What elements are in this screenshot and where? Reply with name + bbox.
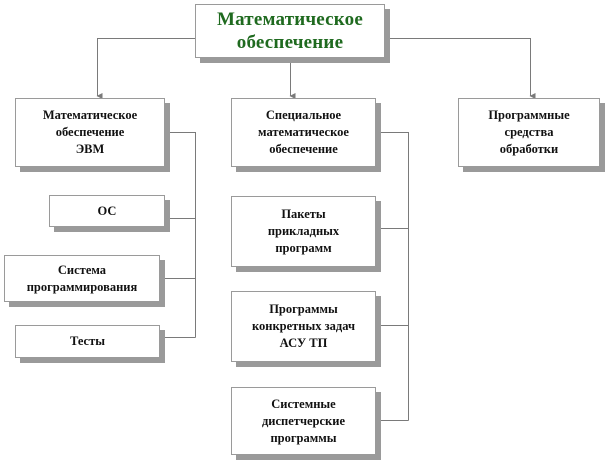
root-box: Математическое обеспечение [195, 4, 385, 58]
child-box-os: ОС [49, 195, 165, 227]
bracket-middle [376, 132, 409, 421]
branch-box-math-ecm: Математическое обеспечение ЭВМ [15, 98, 165, 167]
child-box-specific-tasks: Программы конкретных задач АСУ ТП [231, 291, 376, 362]
branch-box-special-math: Специальное математическое обеспечение [231, 98, 376, 167]
child-box-programming-system: Система программирования [4, 255, 160, 302]
bracket-left [165, 132, 196, 338]
connector-root-left [96, 38, 195, 99]
child-box-dispatch-programs: Системные диспетчерские программы [231, 387, 376, 455]
child-box-tests: Тесты [15, 325, 160, 358]
child-box-app-packages: Пакеты прикладных программ [231, 196, 376, 267]
connector-root-right [385, 38, 536, 99]
branch-box-processing-tools: Программные средства обработки [458, 98, 600, 167]
